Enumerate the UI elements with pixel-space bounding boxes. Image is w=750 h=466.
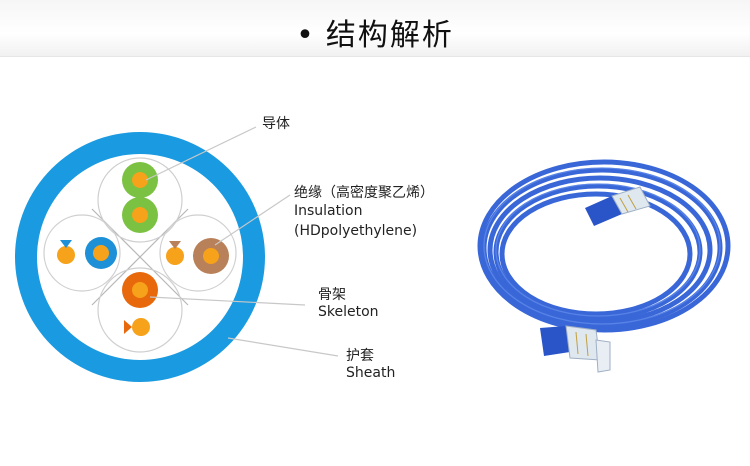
patch-cable-image xyxy=(477,159,731,373)
brown-pair xyxy=(166,238,229,274)
orange-pair xyxy=(122,272,158,336)
label-insulation-material: (HDpolyethylene) xyxy=(294,223,418,239)
rj45-connector-top xyxy=(585,186,651,226)
label-skeleton-en: Skeleton xyxy=(318,304,379,320)
label-skeleton-cn: 骨架 xyxy=(318,287,346,303)
label-insulation-en: Insulation xyxy=(294,203,363,219)
page-title: • 结构解析 xyxy=(0,10,750,54)
label-sheath-cn: 护套 xyxy=(346,348,374,364)
leader-lines xyxy=(145,126,339,357)
label-conductor: 导体 xyxy=(262,116,290,132)
title-text: 结构解析 xyxy=(325,18,454,53)
title-bullet: • xyxy=(296,18,316,53)
label-insulation-cn: 绝缘（高密度聚乙烯） xyxy=(294,185,434,201)
header-bar: • 结构解析 xyxy=(0,0,750,57)
pair-outlines xyxy=(43,157,237,353)
rj45-connector-bottom xyxy=(540,325,611,373)
label-sheath-en: Sheath xyxy=(346,365,396,381)
blue-pair xyxy=(57,237,117,269)
green-pair xyxy=(122,162,158,233)
